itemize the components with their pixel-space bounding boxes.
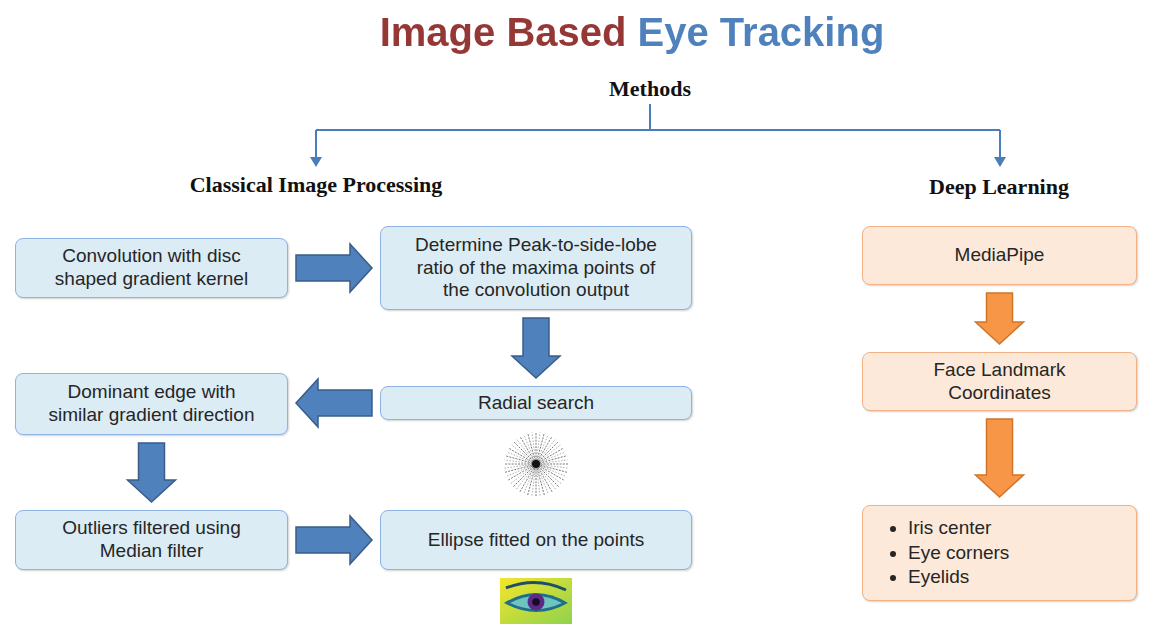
box-text: Radial search xyxy=(478,392,594,415)
block-arrow xyxy=(296,379,372,427)
bullet-item: Iris center xyxy=(908,517,1009,540)
block-arrow xyxy=(976,293,1024,344)
radial-search-icon xyxy=(504,432,568,496)
bullet-text: Iris center xyxy=(908,517,991,538)
bullet-text: Eye corners xyxy=(908,542,1009,563)
process-box: Determine Peak-to-side-lobe ratio of the… xyxy=(380,226,692,310)
box-text: Determine Peak-to-side-lobe ratio of the… xyxy=(405,234,667,302)
eyebrow xyxy=(506,582,566,590)
process-box: Convolution with disc shaped gradient ke… xyxy=(15,238,288,298)
box-text: Face Landmark Coordinates xyxy=(891,359,1108,405)
block-arrow xyxy=(512,318,560,378)
box-text: Ellipse fitted on the points xyxy=(428,529,645,552)
radial-center xyxy=(532,460,540,468)
section-heading: Methods xyxy=(609,76,691,102)
section-heading: Classical Image Processing xyxy=(190,172,443,198)
tree-arrowhead xyxy=(310,157,322,167)
radial-spokes xyxy=(505,433,568,496)
bullet-item: Eye corners xyxy=(908,542,1009,565)
tree-line xyxy=(316,129,1000,131)
picture-ground xyxy=(500,578,572,624)
bullet-text: Eyelids xyxy=(908,566,969,587)
box-text: Convolution with disc shaped gradient ke… xyxy=(40,245,263,291)
tree-line xyxy=(315,130,317,158)
block-arrow xyxy=(976,419,1024,497)
eye-outline xyxy=(504,593,568,612)
box-text: MediaPipe xyxy=(955,244,1045,267)
section-heading: Deep Learning xyxy=(929,174,1069,200)
tree-line xyxy=(649,104,651,130)
process-box: Face Landmark Coordinates xyxy=(862,352,1137,411)
bullet-list: Iris centerEye cornersEyelids xyxy=(877,515,1009,591)
block-arrow xyxy=(296,244,372,292)
eye-picture xyxy=(500,578,572,624)
output-list-box: Iris centerEye cornersEyelids xyxy=(862,505,1137,601)
pupil xyxy=(532,598,540,606)
methods-tree xyxy=(316,104,1000,158)
block-arrow xyxy=(296,516,372,564)
bullet-item: Eyelids xyxy=(908,566,1009,589)
block-arrow xyxy=(128,443,176,502)
iris xyxy=(528,594,545,611)
process-box: Radial search xyxy=(380,386,692,420)
radial-spokes xyxy=(504,432,568,496)
process-box: MediaPipe xyxy=(862,226,1137,285)
box-text: Outliers filtered using Median filter xyxy=(40,517,263,563)
tree-line xyxy=(999,130,1001,158)
tree-arrowhead xyxy=(994,157,1006,167)
process-box: Dominant edge with similar gradient dire… xyxy=(15,373,288,435)
box-text: Dominant edge with similar gradient dire… xyxy=(40,381,263,427)
title: Image Based Eye Tracking xyxy=(380,8,885,56)
process-box: Ellipse fitted on the points xyxy=(380,510,692,570)
process-box: Outliers filtered using Median filter xyxy=(15,510,288,570)
icon-ground xyxy=(504,432,568,496)
